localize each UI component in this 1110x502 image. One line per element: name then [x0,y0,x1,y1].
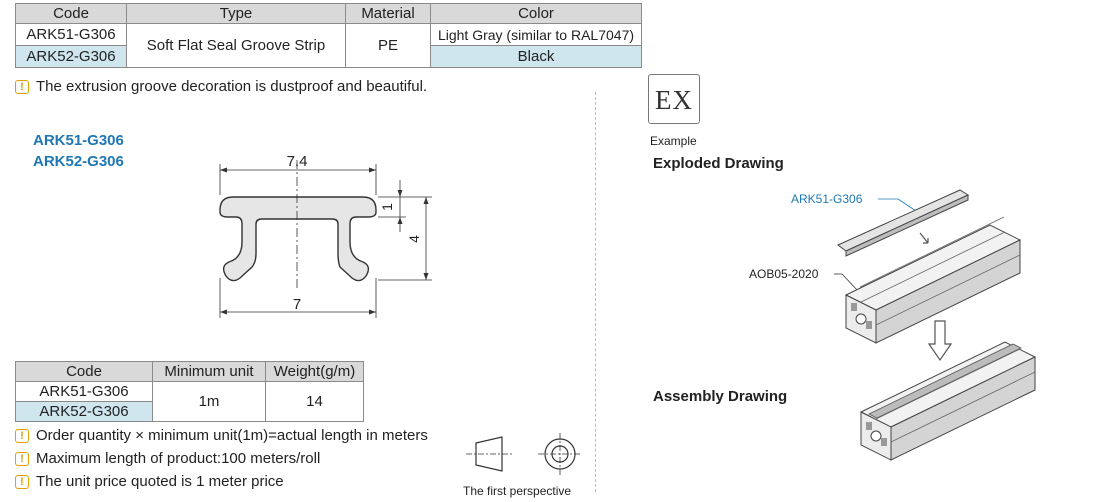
callout-profile-label: AOB05-2020 [749,267,819,281]
note-1-text: Order quantity × minimum unit(1m)=actual… [36,427,428,444]
note-2: ! Maximum length of product:100 meters/r… [15,450,320,467]
spec-code-2: ARK52-G306 [15,45,127,68]
spec-table: Code Type Material Color ARK51-G306 Soft… [15,3,642,68]
order-code-1: ARK51-G306 [15,381,153,402]
spec-color-2: Black [430,45,642,68]
dim-top-width: 7.4 [287,153,308,170]
warning-icon: ! [15,428,29,443]
order-header-weight: Weight(g/m) [265,361,364,382]
order-header-min-unit: Minimum unit [152,361,266,382]
callout-strip-label: ARK51-G306 [791,192,863,206]
exploded-drawing [834,189,1022,344]
feature-note-text: The extrusion groove decoration is dustp… [36,78,428,95]
drawing-codes: ARK51-G306 ARK52-G306 [33,130,124,172]
strip-profile [219,196,377,282]
drawing-code-2: ARK52-G306 [33,153,124,170]
spec-header-type: Type [126,3,346,24]
dim-bottom-width: 7 [293,296,301,313]
note-1: ! Order quantity × minimum unit(1m)=actu… [15,427,428,444]
order-code-2: ARK52-G306 [15,401,153,422]
spec-header-code: Code [15,3,127,24]
down-arrow-icon [928,320,952,362]
exploded-drawing-title: Exploded Drawing [653,155,784,172]
first-angle-projection-icon [466,433,582,475]
spec-color-1: Light Gray (similar to RAL7047) [430,23,642,46]
spec-type: Soft Flat Seal Groove Strip [126,23,346,68]
warning-icon: ! [15,474,29,489]
example-badge: EX [648,74,700,124]
order-table: Code Minimum unit Weight(g/m) ARK51-G306… [15,361,364,422]
perspective-label: The first perspective [463,484,572,498]
feature-note: ! The extrusion groove decoration is dus… [15,78,427,95]
assembly-drawing [859,341,1037,461]
section-divider [595,92,596,492]
note-3: ! The unit price quoted is 1 meter price [15,473,284,490]
note-3-text: The unit price quoted is 1 meter price [36,473,284,490]
spec-material: PE [345,23,431,68]
assembly-drawing-title: Assembly Drawing [653,388,788,405]
example-caption: Example [650,134,697,148]
warning-icon: ! [15,451,29,466]
drawing-code-1: ARK51-G306 [33,132,124,149]
spec-header-color: Color [430,3,642,24]
order-weight: 14 [265,381,364,422]
order-header-code: Code [15,361,153,382]
spec-header-material: Material [345,3,431,24]
note-2-text: Maximum length of product:100 meters/rol… [36,450,321,467]
order-min-unit: 1m [152,381,266,422]
warning-icon: ! [15,79,29,94]
dim-total-height: 4 [406,235,422,243]
spec-code-1: ARK51-G306 [15,23,127,46]
dim-lip-height: 1 [379,203,395,211]
cross-section-drawing: 7.4 7 1 4 [219,153,432,318]
